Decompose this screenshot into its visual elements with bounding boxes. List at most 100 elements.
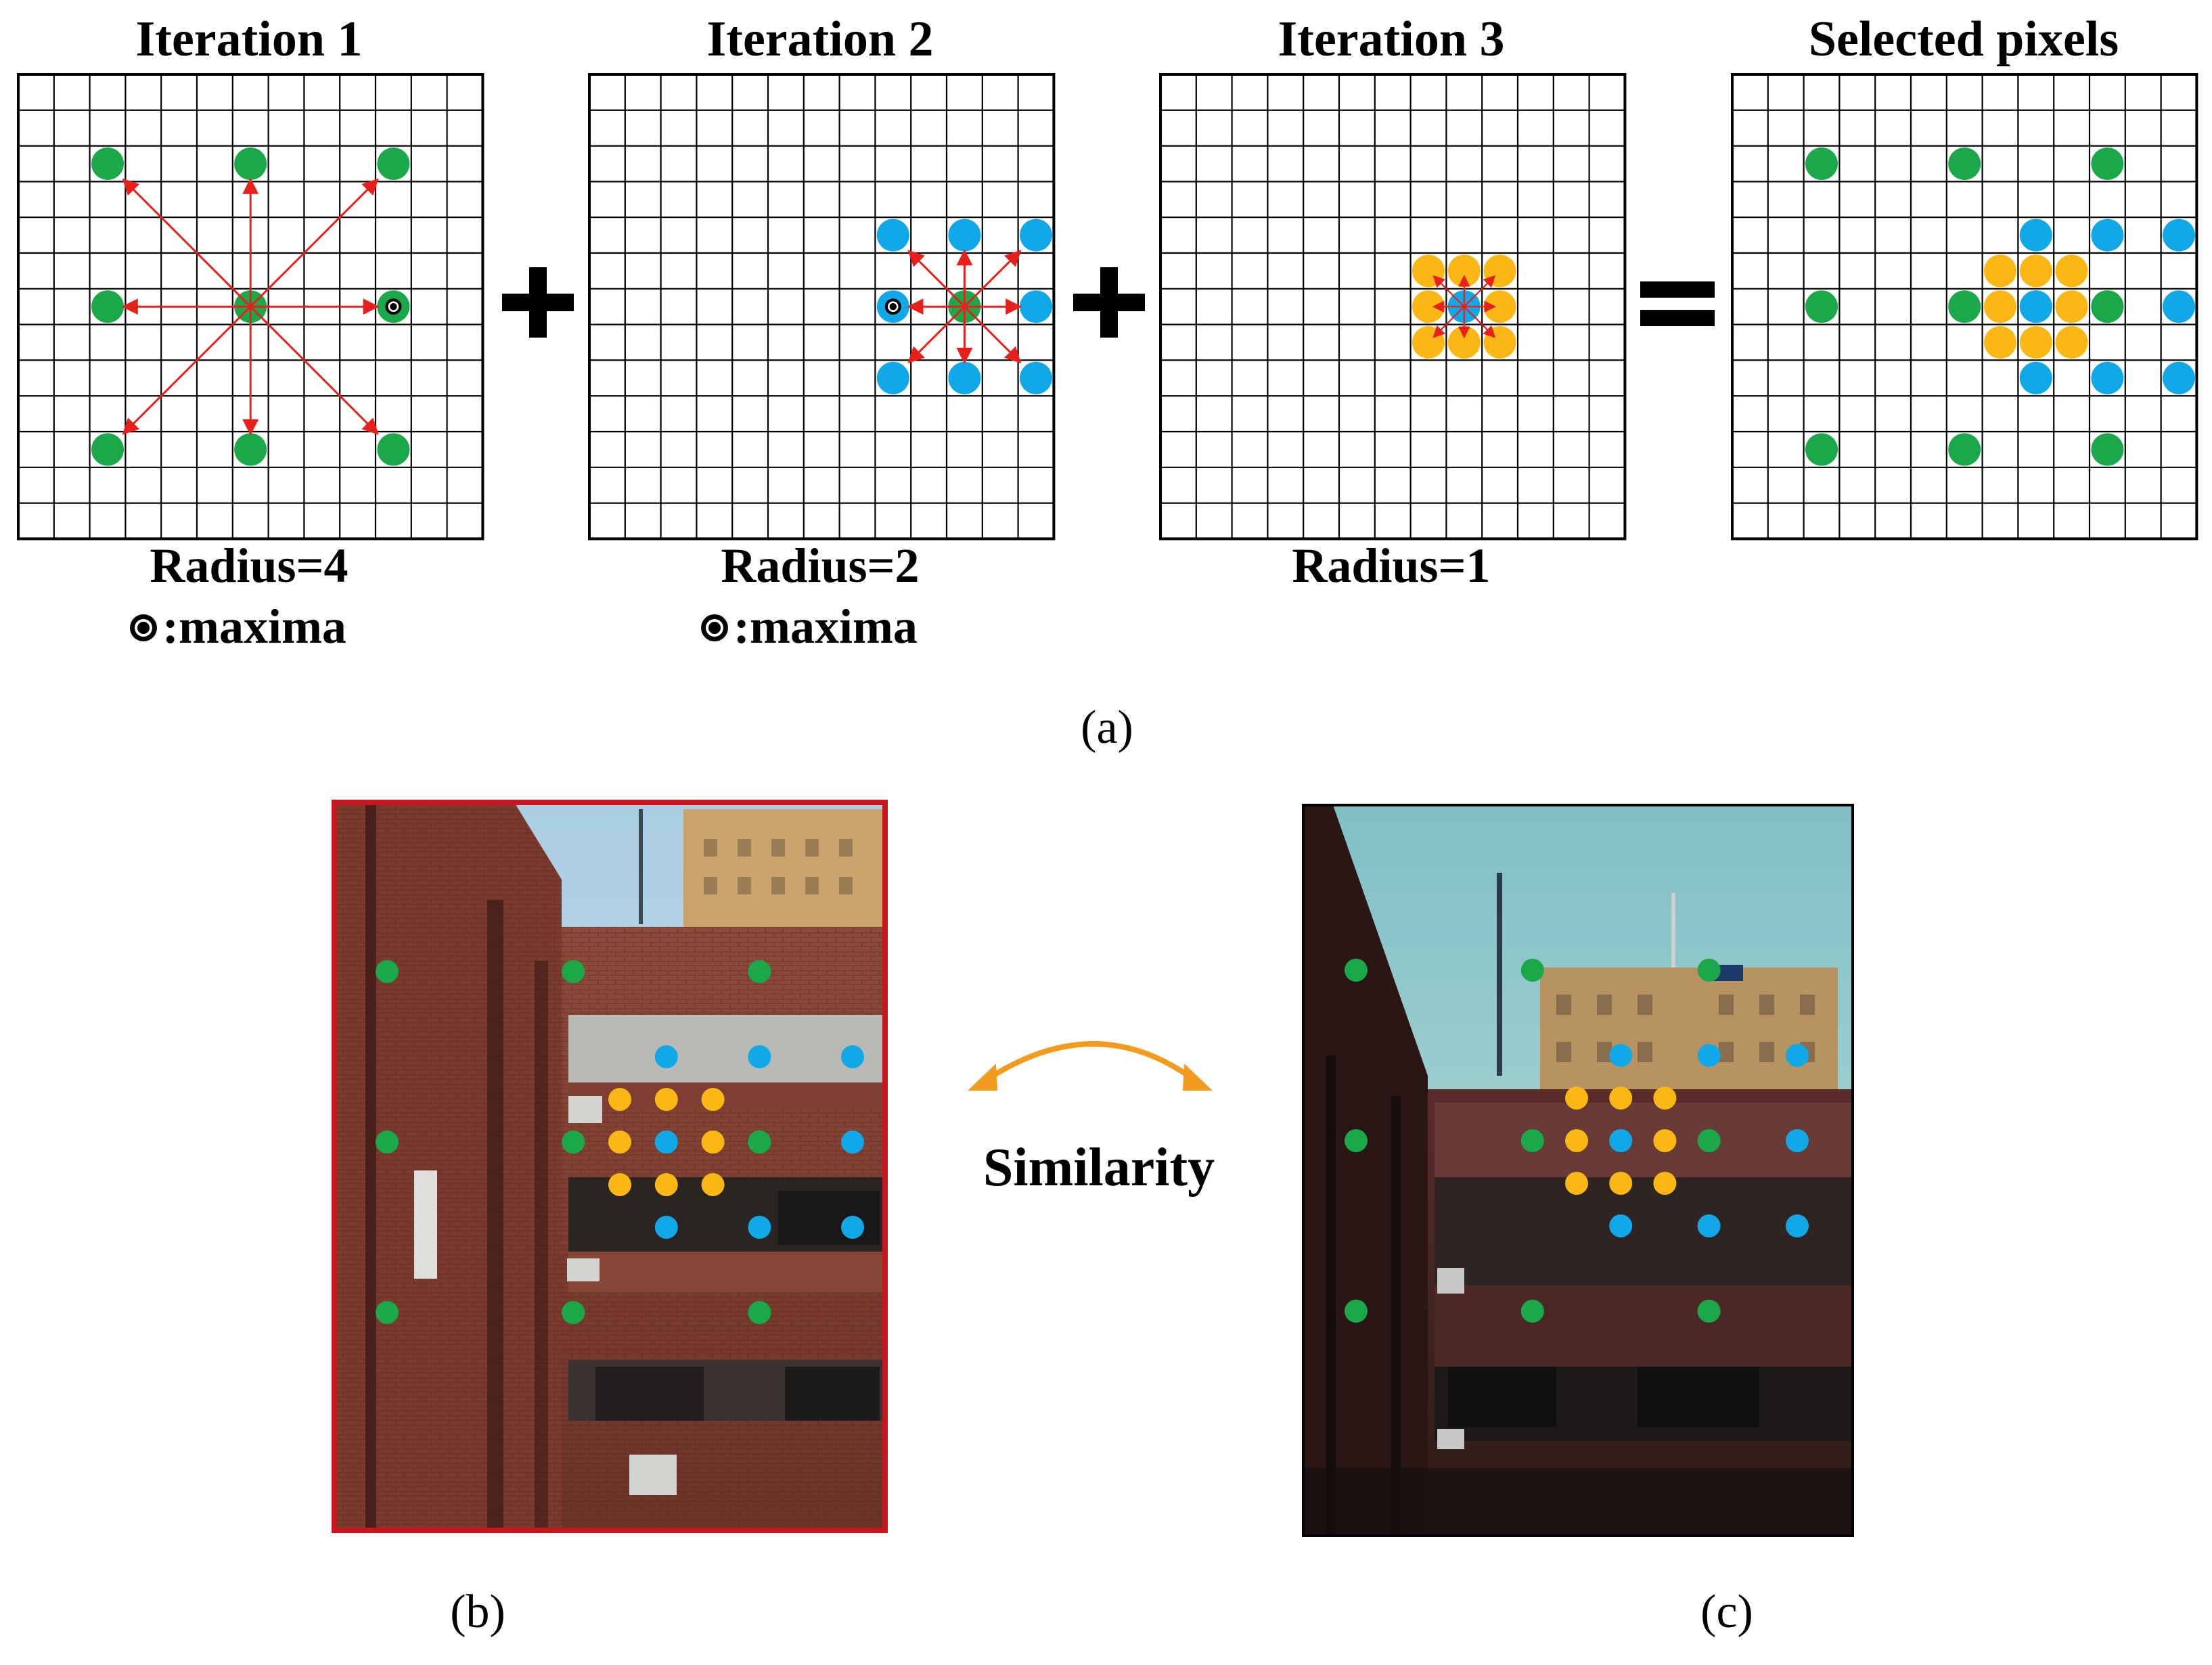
green-pixel (562, 960, 585, 983)
green-pixel (376, 1301, 399, 1324)
selected-pixels-marks (1805, 147, 2195, 466)
green-pixel (91, 147, 124, 180)
radius-label-3: Radius=1 (1292, 539, 1490, 593)
blue-pixel (2019, 290, 2052, 323)
green-pixel (1345, 1129, 1368, 1152)
blue-pixel (1609, 1214, 1633, 1237)
direction-arrow (250, 306, 379, 435)
panel-c-frame (1302, 804, 1854, 1537)
blue-pixel (1020, 219, 1052, 252)
plus-operator-2 (1073, 267, 1145, 338)
blue-pixel (2019, 219, 2052, 252)
maxima-symbol-icon (130, 614, 157, 641)
green-pixel (2091, 290, 2124, 323)
green-pixel (1805, 433, 1838, 466)
orange-pixel (1483, 290, 1516, 323)
maxima-icon (385, 298, 402, 315)
caption-a: (a) (1081, 702, 1133, 754)
blue-pixel (1609, 1044, 1633, 1067)
blue-pixel (948, 361, 981, 394)
orange-pixel (1565, 1172, 1588, 1195)
maxima-legend-2: :maxima (701, 599, 918, 654)
direction-arrow (1464, 275, 1496, 307)
blue-pixel (876, 361, 909, 394)
orange-pixel (654, 1088, 678, 1111)
green-pixel (1948, 433, 1981, 466)
blue-pixel (1786, 1129, 1809, 1152)
orange-pixel (1609, 1087, 1633, 1110)
orange-pixel (1653, 1129, 1677, 1152)
plus-operator-1 (502, 267, 574, 338)
maxima-icon-ring (388, 301, 399, 313)
green-pixel (1520, 1129, 1544, 1152)
green-pixel (2091, 147, 2124, 180)
iteration-3-marks (1412, 254, 1516, 359)
direction-arrow (1464, 306, 1496, 338)
green-pixel (1345, 959, 1368, 982)
blue-pixel (1609, 1129, 1633, 1152)
green-pixel (91, 433, 124, 466)
panel-b-frame (332, 800, 888, 1533)
iteration-2-title: Iteration 2 (707, 12, 934, 67)
blue-pixel (654, 1131, 678, 1154)
orange-pixel (701, 1173, 725, 1196)
equals-operator (1640, 281, 1715, 326)
blue-pixel (1020, 290, 1052, 323)
green-pixel (377, 433, 410, 466)
direction-arrow (1432, 275, 1465, 307)
direction-arrow (964, 306, 1022, 364)
blue-pixel (2091, 361, 2124, 394)
orange-pixel (701, 1088, 725, 1111)
blue-pixel (2163, 361, 2195, 394)
radius-label-1: Radius=4 (150, 539, 348, 593)
blue-pixel (876, 219, 909, 252)
direction-arrow (250, 178, 379, 308)
blue-pixel (654, 1045, 678, 1068)
maxima-symbol-icon (701, 614, 728, 641)
direction-arrow (122, 178, 252, 308)
orange-pixel (608, 1131, 631, 1154)
green-pixel (748, 1131, 771, 1154)
blue-pixel (948, 219, 981, 252)
orange-pixel (1653, 1087, 1677, 1110)
blue-pixel (841, 1131, 864, 1154)
grid-border (1159, 73, 1627, 541)
orange-pixel (1447, 326, 1481, 359)
green-pixel (1948, 290, 1981, 323)
panel-b-selected-pixels (376, 960, 864, 1324)
green-pixel (234, 147, 267, 180)
direction-arrow (964, 250, 1022, 308)
blue-pixel (654, 1216, 678, 1239)
similarity-indicator: Similarity (968, 1041, 1215, 1198)
green-pixel (1345, 1300, 1368, 1323)
maxima-legend-label-2: :maxima (733, 599, 918, 654)
green-pixel (1697, 959, 1721, 982)
orange-pixel (1984, 254, 2016, 288)
orange-pixel (2055, 290, 2088, 323)
blue-pixel (1786, 1214, 1809, 1237)
blue-pixel (1786, 1044, 1809, 1067)
green-pixel (377, 147, 410, 180)
green-pixel (748, 960, 771, 983)
maxima-legend-1: :maxima (130, 599, 346, 654)
selected-pixels-title: Selected pixels (1809, 12, 2119, 67)
blue-pixel (1020, 361, 1052, 394)
panel-b-photo: (b) (332, 800, 888, 1638)
green-pixel (1520, 1300, 1544, 1323)
orange-pixel (1412, 290, 1445, 323)
orange-pixel (2019, 254, 2052, 288)
green-pixel (1520, 959, 1544, 982)
panel-a: Iteration 1 Iteration 2 Iteration 3 Sele… (17, 12, 2198, 754)
iteration-1-marks (91, 147, 410, 466)
iteration-1-title: Iteration 1 (136, 12, 363, 67)
double-arrow-icon (980, 1041, 1200, 1085)
orange-pixel (608, 1173, 631, 1196)
green-pixel (562, 1131, 585, 1154)
orange-pixel (1565, 1129, 1588, 1152)
orange-pixel (701, 1131, 725, 1154)
radius-label-2: Radius=2 (721, 539, 919, 593)
green-pixel (748, 1301, 771, 1324)
orange-pixel (608, 1088, 631, 1111)
similarity-label: Similarity (983, 1138, 1215, 1198)
